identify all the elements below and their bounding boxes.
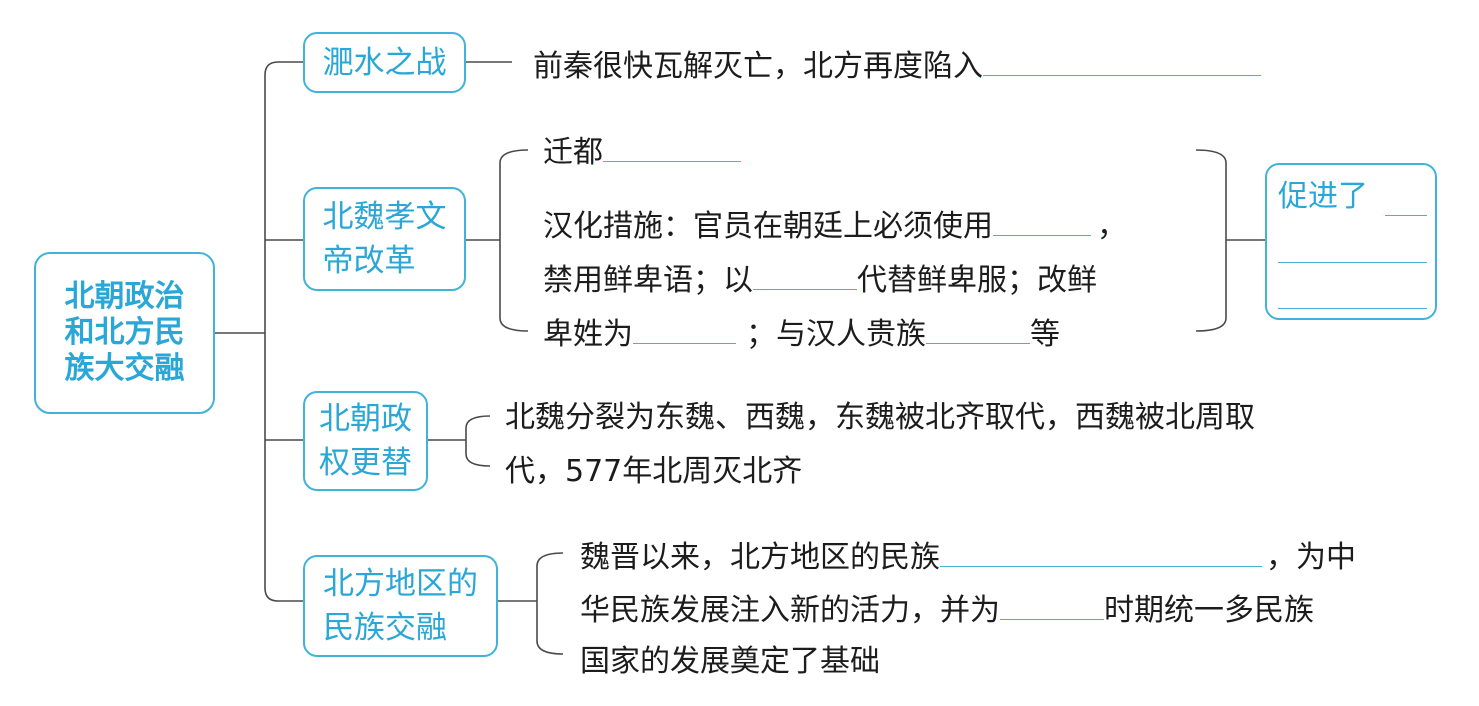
b3-line-1: 北魏分裂为东魏、西魏，东魏被北齐取代，西魏被北周取 <box>505 400 1255 435</box>
branch-ethnic-fusion: 北方地区的 民族交融 <box>303 555 498 657</box>
branch-feishui-battle: 淝水之战 <box>303 32 466 93</box>
b2-l2-a: 禁用鲜卑语；以 <box>543 263 753 298</box>
b2-l2-b: 代替鲜卑服；改鲜 <box>857 263 1097 298</box>
branch-4-line-2: 民族交融 <box>323 610 447 646</box>
b3-line-2: 代，577年北周灭北齐 <box>505 454 803 489</box>
b2-qiandu-text: 迁都 <box>543 135 603 170</box>
branch-1-label: 淝水之战 <box>322 44 447 81</box>
b2-left-bracket <box>499 149 529 332</box>
b2-l3-c: 等 <box>1030 317 1060 352</box>
blank-qiandu <box>603 131 741 162</box>
b4-line-1: 魏晋以来，北方地区的民族 ，为中 <box>580 536 1356 578</box>
root-line-1: 北朝政治 <box>64 279 185 314</box>
branch-xiaowen-reform: 北魏孝文 帝改革 <box>303 187 466 291</box>
b1-text: 前秦很快瓦解灭亡，北方再度陷入 <box>533 49 983 84</box>
branch-3-line-1: 北朝政 <box>319 401 412 437</box>
b4-bracket <box>536 552 564 655</box>
blank-b1 <box>983 45 1261 76</box>
b3-bracket <box>465 415 491 467</box>
blank-marriage <box>926 313 1030 344</box>
blank-period <box>1000 589 1104 620</box>
branch-2-line-2: 帝改革 <box>322 243 416 279</box>
blank-language <box>993 205 1091 236</box>
blank-fusion <box>940 536 1262 567</box>
b1-content: 前秦很快瓦解灭亡，北方再度陷入 <box>533 45 1261 87</box>
b2-line-2: 禁用鲜卑语；以 代替鲜卑服；改鲜 <box>543 259 1097 301</box>
root-node: 北朝政治 和北方民 族大交融 <box>34 252 215 414</box>
b2-right-bracket <box>1195 149 1227 332</box>
blank-result-2 <box>1278 262 1427 263</box>
b4-l1-a: 魏晋以来，北方地区的民族 <box>580 540 940 575</box>
branch-2-line-1: 北魏孝文 <box>322 199 447 235</box>
result-label: 促进了 <box>1278 179 1368 214</box>
blank-surname <box>633 313 736 344</box>
b4-l2-a: 华民族发展注入新的活力，并为 <box>580 593 1000 628</box>
branch-3-line-2: 权更替 <box>319 445 412 481</box>
blank-result-1 <box>1385 215 1427 216</box>
blank-clothing <box>753 259 857 290</box>
b2-l3-a: 卑姓为 <box>543 317 633 352</box>
b2-line-3: 卑姓为 ；与汉人贵族 等 <box>543 313 1060 355</box>
b4-line-2: 华民族发展注入新的活力，并为 时期统一多民族 <box>580 589 1314 631</box>
b2-l1-b: ， <box>1097 209 1127 244</box>
b4-l1-b: ，为中 <box>1266 540 1356 575</box>
b2-line-1: 汉化措施：官员在朝廷上必须使用 ， <box>543 205 1127 247</box>
b2-qiandu-line: 迁都 <box>543 131 741 173</box>
root-line-2: 和北方民 <box>64 315 185 350</box>
blank-result-3 <box>1278 308 1427 309</box>
b4-l2-b: 时期统一多民族 <box>1104 593 1314 628</box>
root-line-3: 族大交融 <box>64 351 185 386</box>
main-trunk <box>264 61 279 602</box>
b4-line-3: 国家的发展奠定了基础 <box>580 644 880 679</box>
b2-l3-b: ；与汉人贵族 <box>746 317 926 352</box>
branch-regime-change: 北朝政 权更替 <box>303 391 428 491</box>
b2-l1-a: 汉化措施：官员在朝廷上必须使用 <box>543 209 993 244</box>
branch-4-line-1: 北方地区的 <box>323 566 478 602</box>
result-box: 促进了 <box>1265 163 1437 320</box>
